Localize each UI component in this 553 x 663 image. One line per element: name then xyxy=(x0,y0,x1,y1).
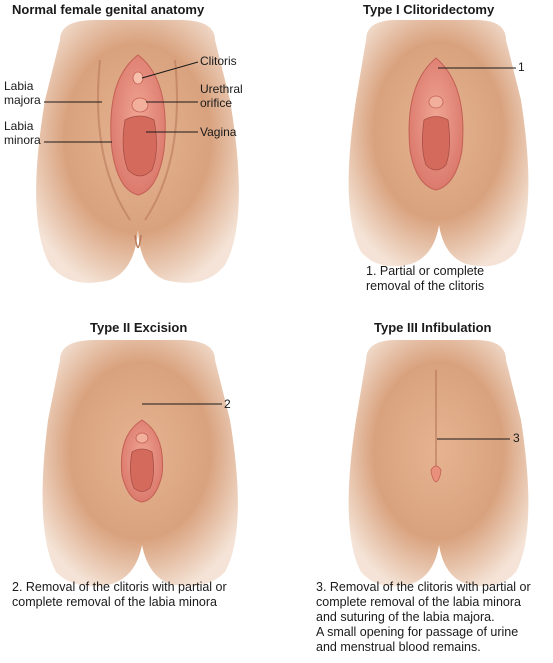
label-labia-majora-line2: majora xyxy=(4,93,41,107)
marker-2: 2 xyxy=(224,397,231,411)
caption-line: complete removal of the labia minora xyxy=(316,595,521,609)
caption-line: 2. Removal of the clitoris with partial … xyxy=(12,580,227,594)
caption-line: and menstrual blood remains. xyxy=(316,640,481,654)
caption-line: complete removal of the labia minora xyxy=(12,595,217,609)
label-labia-majora-line1: Labia xyxy=(4,79,34,93)
marker-3: 3 xyxy=(513,431,520,445)
label-vagina: Vagina xyxy=(200,125,237,139)
panel-title: Normal female genital anatomy xyxy=(12,2,205,17)
normal-anatomy-illustration xyxy=(36,20,239,283)
panel-normal-anatomy: Normal female genital anatomy Clitoris U… xyxy=(0,0,276,330)
caption-type-3: 3. Removal of the clitoris with partial … xyxy=(316,580,531,655)
type-3-illustration xyxy=(348,340,529,587)
label-labia-minora-line1: Labia xyxy=(4,119,34,133)
panel-type-2: Type II Excision 2 2. Removal of the cli… xyxy=(0,318,276,663)
label-urethral-orifice-line2: orifice xyxy=(200,96,233,110)
panel-type-3: Type III Infibulation 3 3. Removal of th… xyxy=(276,318,553,663)
caption-line: removal of the clitoris xyxy=(366,279,485,293)
caption-line: 1. Partial or complete xyxy=(366,264,485,278)
caption-line: 3. Removal of the clitoris with partial … xyxy=(316,580,531,594)
marker-1: 1 xyxy=(518,60,525,74)
label-clitoris: Clitoris xyxy=(200,54,237,68)
panel-title: Type III Infibulation xyxy=(374,320,492,335)
panel-title: Type I Clitoridectomy xyxy=(363,2,495,17)
type-2-illustration xyxy=(42,340,238,587)
type-1-illustration xyxy=(348,20,529,267)
panel-type-1: Type I Clitoridectomy 1 1. Partial or co… xyxy=(276,0,553,330)
label-urethral-orifice-line1: Urethral xyxy=(200,82,243,96)
panel-title: Type II Excision xyxy=(90,320,188,335)
label-labia-minora-line2: minora xyxy=(4,133,41,147)
caption-type-2: 2. Removal of the clitoris with partial … xyxy=(12,580,227,610)
caption-type-1: 1. Partial or complete removal of the cl… xyxy=(366,264,484,294)
caption-line: and suturing of the labia majora. xyxy=(316,610,495,624)
caption-line: A small opening for passage of urine xyxy=(316,625,519,639)
